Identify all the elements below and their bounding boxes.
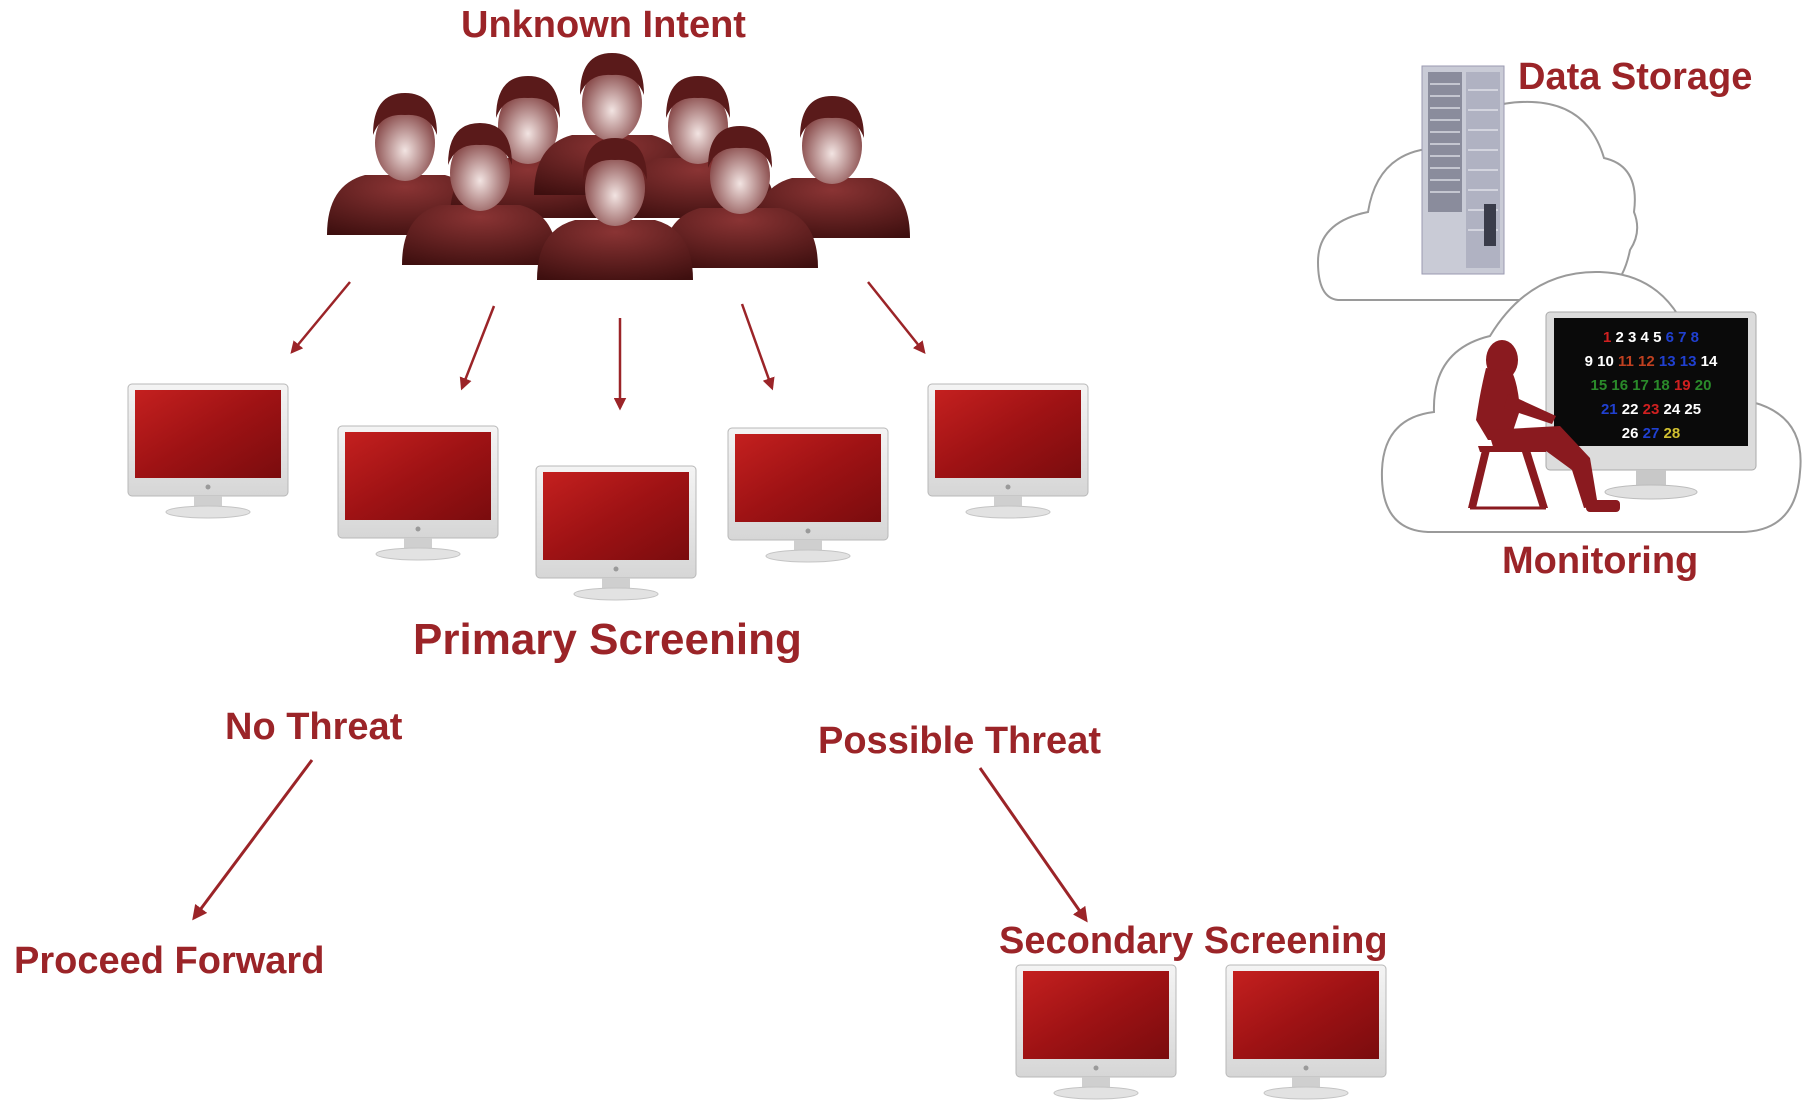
secondary-terminals bbox=[1015, 964, 1387, 1100]
crowd-arrows bbox=[290, 281, 926, 411]
primary-terminals bbox=[127, 383, 1089, 601]
arrow-to-terminal-2 bbox=[459, 305, 496, 391]
computer-monitor-icon bbox=[1225, 964, 1387, 1100]
secondary-screening-label: Secondary Screening bbox=[999, 920, 1388, 962]
computer-monitor-icon bbox=[127, 383, 289, 519]
screen-row-3: 15 16 17 18 19 20 bbox=[1591, 377, 1712, 394]
monitoring-label: Monitoring bbox=[1502, 540, 1699, 582]
computer-monitor-icon bbox=[535, 465, 697, 601]
unknown-intent-label: Unknown Intent bbox=[461, 4, 746, 46]
arrow-to-terminal-4 bbox=[740, 303, 775, 391]
primary-screening-label: Primary Screening bbox=[413, 615, 802, 664]
screen-row-1: 1 2 3 4 5 6 7 8 bbox=[1603, 329, 1699, 346]
seated-person-icon bbox=[1468, 340, 1620, 512]
arrow-to-terminal-1 bbox=[290, 281, 351, 354]
server-tower-icon bbox=[1421, 65, 1505, 275]
proceed-forward-label: Proceed Forward bbox=[14, 940, 325, 982]
data-storage-label: Data Storage bbox=[1518, 56, 1753, 98]
no-threat-label: No Threat bbox=[225, 706, 403, 748]
screen-row-5: 26 27 28 bbox=[1622, 425, 1680, 442]
computer-monitor-icon bbox=[727, 427, 889, 563]
possible-threat-label: Possible Threat bbox=[818, 720, 1101, 762]
arrow-to-terminal-5 bbox=[867, 281, 926, 354]
screen-row-2: 9 10 11 12 13 13 14 bbox=[1585, 353, 1718, 370]
computer-monitor-icon bbox=[927, 383, 1089, 519]
computer-monitor-icon bbox=[1015, 964, 1177, 1100]
monitoring-display: 1 2 3 4 5 6 7 8 9 10 11 12 13 13 14 15 1… bbox=[1545, 311, 1757, 500]
no-threat-arrow bbox=[192, 759, 314, 921]
computer-monitor-icon bbox=[337, 425, 499, 561]
possible-threat-arrow bbox=[978, 767, 1088, 923]
people-crowd-icon bbox=[327, 53, 910, 280]
screen-row-4: 21 22 23 24 25 bbox=[1601, 401, 1701, 418]
